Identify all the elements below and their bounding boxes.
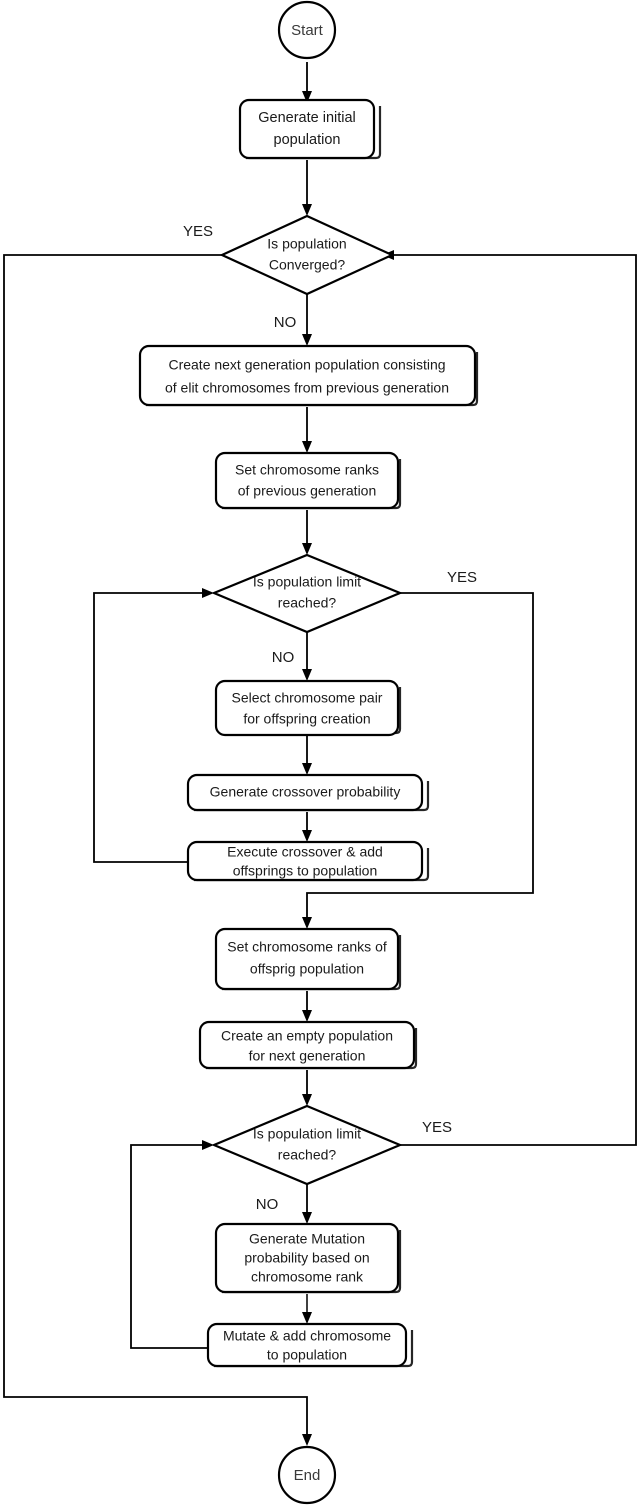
- node-execute-crossover-line1: Execute crossover & add: [227, 844, 383, 860]
- node-create-next-gen-line2: of elit chromosomes from previous genera…: [165, 380, 449, 396]
- node-create-next-gen-line1: Create next generation population consis…: [168, 357, 445, 373]
- node-is-population-limit-reached-1[interactable]: Is population limit reached?: [211, 553, 403, 634]
- node-mutate-add-line2: to population: [267, 1347, 347, 1363]
- node-execute-crossover-line2: offsprings to population: [233, 863, 378, 879]
- connector-execute-loopback-limit1: [93, 588, 214, 863]
- node-set-ranks-offspring-line2: offsprig population: [250, 961, 364, 977]
- connector-selectpair-to-crossoverprob: [302, 735, 312, 775]
- node-create-empty-line1: Create an empty population: [221, 1028, 393, 1044]
- node-limit2-line2: reached?: [278, 1147, 337, 1163]
- edge-label-limit1-no: NO: [272, 649, 295, 666]
- node-set-ranks-prev-line1: Set chromosome ranks: [235, 462, 379, 478]
- edge-label-converged-yes: YES: [183, 223, 213, 240]
- node-end[interactable]: End: [277, 1445, 337, 1505]
- connector-setranksoffspring-to-createempty: [302, 991, 312, 1022]
- node-converged-line2: Converged?: [269, 257, 345, 273]
- connector-converged-yes-to-end: [3, 254, 312, 1446]
- connector-generate-to-converged: [302, 160, 312, 216]
- connector-createempty-to-limit2: [302, 1070, 312, 1106]
- node-generate-initial-population[interactable]: Generate initial population: [238, 98, 382, 160]
- connector-start-to-generate: [302, 62, 312, 103]
- node-execute-crossover[interactable]: Execute crossover & add offsprings to po…: [186, 840, 430, 882]
- connector-crossoverprob-to-execute: [302, 812, 312, 842]
- node-start-label: Start: [291, 22, 324, 39]
- node-select-pair-line1: Select chromosome pair: [232, 690, 383, 706]
- edge-label-limit2-no: NO: [256, 1196, 279, 1213]
- connector-converged-no: [302, 294, 312, 346]
- connector-limit1-yes: [302, 592, 534, 929]
- node-mutation-prob-line1: Generate Mutation: [249, 1231, 365, 1247]
- connector-setranks-to-limit1: [302, 510, 312, 555]
- node-set-ranks-offspring-line1: Set chromosome ranks of: [227, 939, 387, 955]
- node-create-empty-line2: for next generation: [249, 1048, 366, 1064]
- node-crossover-prob-line1: Generate crossover probability: [210, 784, 401, 800]
- connector-mutationprob-to-mutateadd: [302, 1294, 312, 1324]
- edge-label-limit1-yes: YES: [447, 569, 477, 586]
- node-set-chromosome-ranks-offspring[interactable]: Set chromosome ranks of offsprig populat…: [214, 927, 402, 991]
- edge-label-converged-no: NO: [274, 314, 297, 331]
- node-mutation-prob-line2: probability based on: [244, 1250, 369, 1266]
- edge-label-limit2-yes: YES: [422, 1119, 452, 1136]
- node-end-label: End: [294, 1467, 321, 1484]
- node-set-ranks-prev-line2: of previous generation: [238, 483, 377, 499]
- node-mutate-add-chromosome[interactable]: Mutate & add chromosome to population: [206, 1322, 414, 1368]
- node-limit1-line2: reached?: [278, 595, 337, 611]
- connector-limit2-no: [302, 1184, 312, 1224]
- node-select-pair-line2: for offspring creation: [243, 711, 370, 727]
- node-create-empty-population[interactable]: Create an empty population for next gene…: [198, 1020, 418, 1070]
- node-start[interactable]: Start: [277, 0, 337, 60]
- node-is-population-limit-reached-2[interactable]: Is population limit reached?: [211, 1104, 403, 1186]
- node-converged-line1: Is population: [267, 236, 346, 252]
- node-generate-mutation-probability[interactable]: Generate Mutation probability based on c…: [214, 1222, 402, 1294]
- node-set-chromosome-ranks-previous[interactable]: Set chromosome ranks of previous generat…: [214, 451, 402, 510]
- node-is-population-converged[interactable]: Is population Converged?: [219, 214, 395, 296]
- node-create-next-generation[interactable]: Create next generation population consis…: [138, 344, 479, 407]
- node-limit2-line1: Is population limit: [253, 1126, 361, 1142]
- node-limit1-line1: Is population limit: [253, 574, 361, 590]
- connector-createnext-to-setranks: [302, 407, 312, 453]
- node-mutate-add-line1: Mutate & add chromosome: [223, 1328, 391, 1344]
- node-generate-initial-line2: population: [274, 132, 341, 148]
- connector-mutateadd-loopback-limit2: [130, 1140, 214, 1349]
- node-select-chromosome-pair[interactable]: Select chromosome pair for offspring cre…: [214, 679, 402, 737]
- node-mutation-prob-line3: chromosome rank: [251, 1269, 364, 1285]
- node-generate-crossover-probability[interactable]: Generate crossover probability: [186, 773, 430, 812]
- connector-limit1-no: [302, 632, 312, 681]
- node-generate-initial-line1: Generate initial: [258, 110, 356, 126]
